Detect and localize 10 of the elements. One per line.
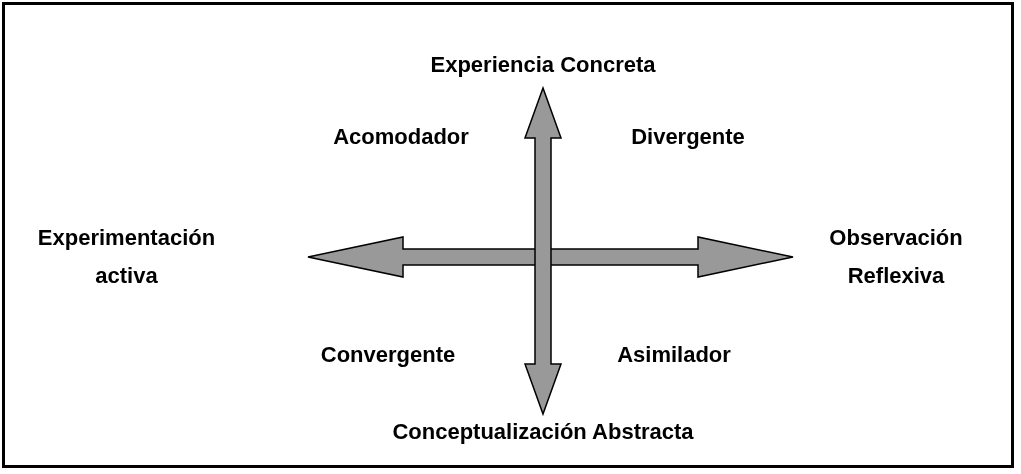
block-arrow <box>307 236 794 278</box>
quadrant-label: Convergente <box>320 342 456 368</box>
quadrant-label: Acomodador <box>333 124 469 150</box>
axis-label: Experimentación activa <box>36 224 217 290</box>
quadrant-label: Divergente <box>631 124 745 150</box>
quadrant-label: Asimilador <box>617 342 731 368</box>
block-arrow <box>523 85 563 417</box>
axis-label: Observación Reflexiva <box>828 224 964 290</box>
axis-label: Conceptualización Abstracta <box>392 418 694 446</box>
axis-label: Experiencia Concreta <box>430 51 656 79</box>
